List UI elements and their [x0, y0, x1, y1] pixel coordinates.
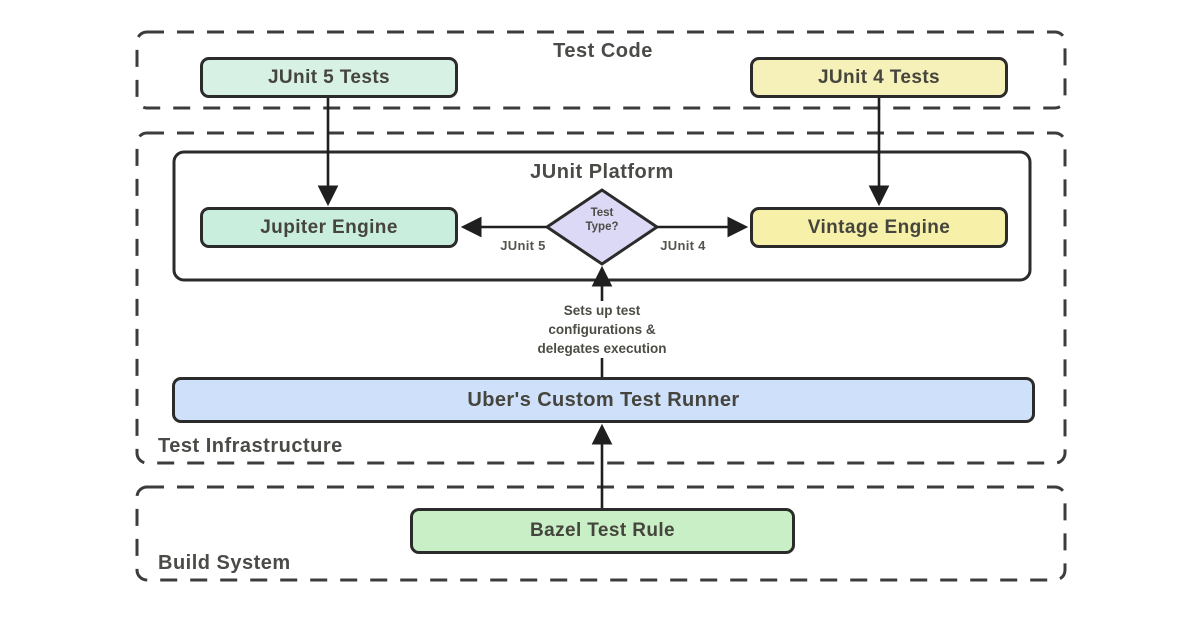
junit-platform-label: JUnit Platform	[530, 161, 674, 183]
vintage-engine-node: Vintage Engine	[750, 207, 1008, 248]
test-code-group-label: Test Code	[553, 40, 653, 62]
junit4-tests-node: JUnit 4 Tests	[750, 57, 1008, 98]
jupiter-engine-node: Jupiter Engine	[200, 207, 458, 248]
uber-custom-test-runner-node: Uber's Custom Test Runner	[172, 377, 1035, 423]
runner-annotation-label: Sets up test configurations & delegates …	[492, 301, 712, 358]
junit5-tests-node: JUnit 5 Tests	[200, 57, 458, 98]
test-infrastructure-group-outline	[135, 131, 1067, 465]
bazel-test-rule-node: Bazel Test Rule	[410, 508, 795, 554]
build-system-group-label: Build System	[158, 552, 291, 574]
test-code-group-outline	[135, 30, 1067, 110]
test-type-decision-label: Test Type?	[585, 207, 619, 233]
junit5-branch-edge-label: JUnit 5	[500, 238, 546, 253]
test-infrastructure-group-label: Test Infrastructure	[158, 435, 343, 457]
junit4-branch-edge-label: JUnit 4	[660, 238, 706, 253]
